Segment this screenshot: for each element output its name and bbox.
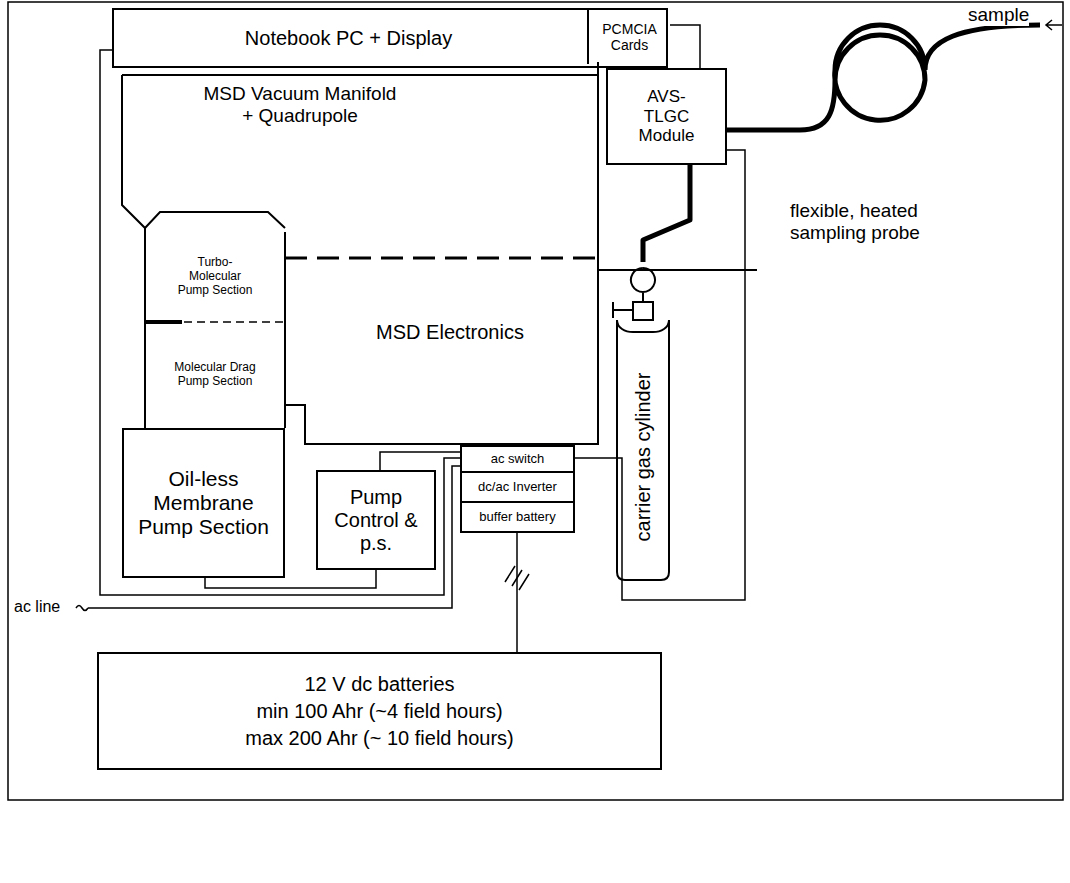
pump-section: Turbo-Molecular Pump Section [147,234,283,320]
sample-arrow [1046,20,1062,30]
manifold-region: MSD Vacuum Manifold + Quadrupole [122,75,598,225]
pump-box: Oil-less Membrane Pump Section [122,428,285,578]
wire [380,452,460,470]
node-detail: max 200 Ahr (~ 10 field hours) [245,727,513,750]
node-detail: min 100 Ahr (~4 field hours) [256,700,502,723]
node-title: MSD Electronics [376,321,524,344]
pump-divider-thick [145,320,182,324]
avs-frame [597,62,599,270]
annotation: flexible, heated sampling probe [790,200,960,244]
node-title: dc/ac Inverter [478,480,557,495]
battery-box: 12 V dc batteries min 100 Ahr (~4 field h… [97,652,662,770]
node-title: MSD Vacuum Manifold + Quadrupole [202,83,398,127]
msd-housing [122,75,598,444]
power-box: dc/ac Inverter [460,473,575,503]
annotation: sample [968,4,1029,26]
pump-section: Molecular Drag Pump Section [147,324,283,426]
electronics-region: MSD Electronics [305,262,595,402]
dashed-divider [285,257,598,260]
annotation: ac line [14,598,60,616]
node-title: Notebook PC + Display [245,27,452,50]
page-frame [8,2,1063,800]
power-box: buffer battery [460,503,575,533]
power-box: ac switch [460,445,575,473]
ac-line-wire [88,466,460,608]
node-title: 12 V dc batteries [304,673,454,696]
gas-cylinder: carrier gas cylinder [603,262,683,584]
card-box: PCMCIA Cards [587,10,670,64]
pump-housing-right [284,232,286,428]
node-title: carrier gas cylinder [632,373,655,542]
sampling-probe [727,25,1040,130]
frame-wire [598,269,757,271]
computer-box: Notebook PC + Display PCMCIA Cards [112,8,668,68]
ac-symbol [76,606,88,611]
node-title: Oil-less Membrane Pump Section [134,467,274,539]
pump-divider [145,321,285,323]
node-title: Turbo-Molecular Pump Section [173,256,257,297]
wire [517,533,518,652]
control-box: Pump Control & p.s. [316,470,436,570]
wire [205,570,376,588]
node-title: buffer battery [479,510,555,525]
wire [575,150,745,600]
module-box: AVS- TLGC Module [606,68,727,165]
node-title: Molecular Drag Pump Section [173,361,257,389]
pump-housing-left [122,75,145,428]
node-title: AVS- TLGC Module [631,87,703,146]
pump-neck [145,212,285,228]
wire [670,25,700,68]
gas-line [643,165,690,262]
node-title: ac switch [491,452,544,467]
node-title: PCMCIA Cards [595,21,665,53]
node-title: Pump Control & p.s. [326,486,426,555]
